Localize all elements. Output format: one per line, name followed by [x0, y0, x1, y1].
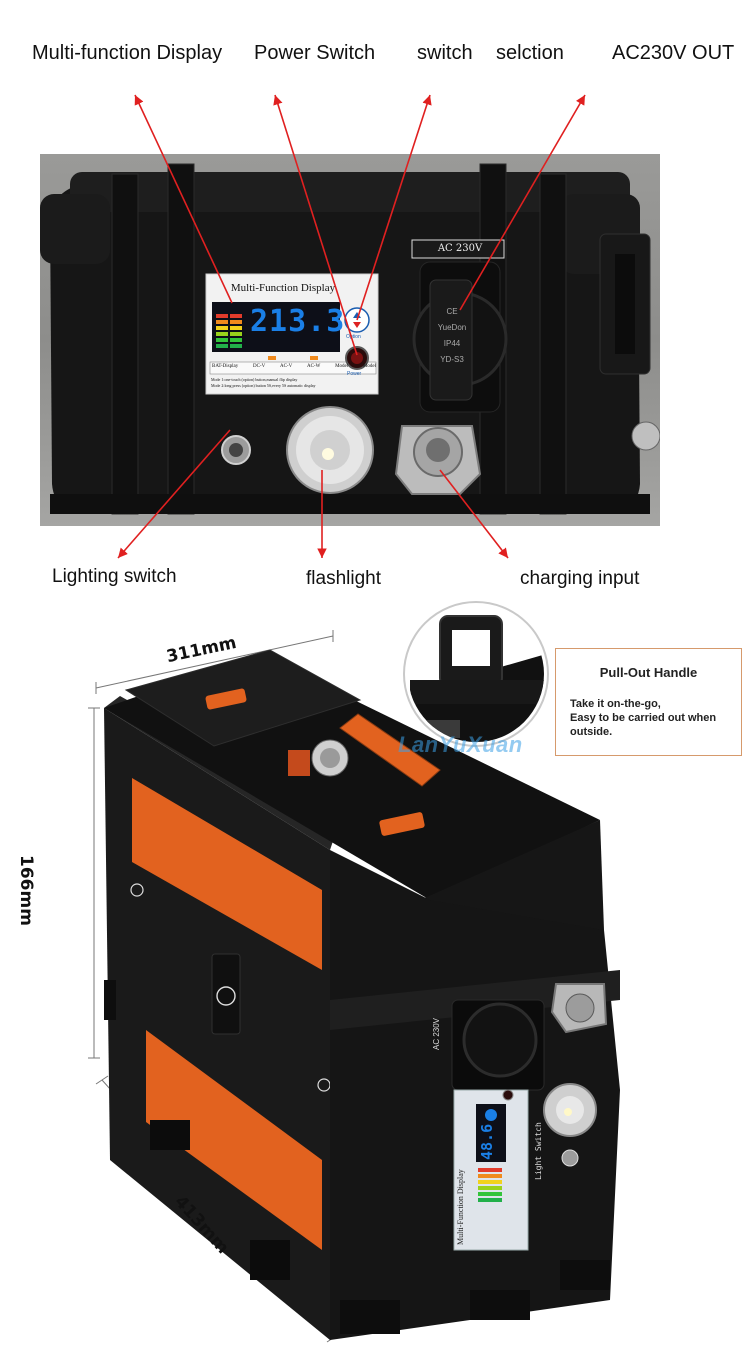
- label-ac230v-out: AC230V OUT: [612, 42, 735, 64]
- display-title: Multi-Function Display: [230, 282, 336, 294]
- lcd-readout: 213.3: [250, 304, 346, 339]
- mode-tab-row: BAT-Display DC-V AC-V AC-W Model Model: [212, 364, 376, 369]
- mode-tab-ac-v: AC-V: [279, 364, 293, 369]
- watermark: LanYuXuan: [398, 732, 523, 757]
- handle-inset-photo: [408, 606, 544, 742]
- brand-logo-icon: [216, 986, 236, 1006]
- orange-stripe-upper: [132, 778, 322, 970]
- label-power-switch: Power Switch: [254, 42, 376, 64]
- power-button-label: Power: [347, 371, 362, 377]
- dimension-height: 166mm: [16, 855, 36, 926]
- pull-out-handle-callout: Pull-Out Handle Take it on-the-go, Easy …: [555, 648, 742, 756]
- ac-230v-plate-label: AC 230V: [437, 243, 483, 254]
- battery-level-bars: [478, 1168, 502, 1202]
- socket-mark-ce: CE: [446, 307, 458, 316]
- product-display-title: Multi-Function Display: [456, 1169, 465, 1245]
- callout-title: Pull-Out Handle: [599, 665, 698, 680]
- mode-tab-dc-v: DC-V: [252, 364, 266, 369]
- label-multi-function-display: Multi-function Display: [32, 42, 223, 64]
- callout-text: Take it on-the-go, Easy to be carried ou…: [570, 697, 740, 739]
- product-ac-label: AC 230V: [432, 1017, 441, 1050]
- light-switch-button: [561, 1149, 579, 1167]
- product-light-switch-label: Light Switch: [534, 1122, 543, 1180]
- label-switch: switch: [417, 42, 473, 64]
- front-panel-illustration: [40, 163, 660, 515]
- product-isometric-photo: [88, 601, 620, 1343]
- mode-tab-bat-display: BAT-Display: [212, 364, 239, 369]
- socket-mark-ip44: IP44: [443, 339, 461, 348]
- mode-tab-ac-w: AC-W: [306, 364, 321, 369]
- label-lighting-switch: Lighting switch: [52, 566, 177, 587]
- socket-mark-brand: YueDon: [437, 323, 467, 332]
- brand-logo-icon: [130, 883, 144, 897]
- callout-text-line-2: Easy to be carried out when outside.: [570, 712, 717, 738]
- mode-note-1: Mode 1:one-touch (option) button,manual …: [211, 377, 298, 382]
- label-selection: selction: [496, 42, 564, 64]
- mode-note-2: Mode 2:long press (option) button 5S,eve…: [211, 383, 316, 388]
- label-charging-input: charging input: [520, 568, 640, 589]
- product-lcd-readout: 48.6: [478, 1123, 496, 1160]
- label-flashlight: flashlight: [306, 568, 381, 589]
- mode-tab-model-2: Model: [362, 364, 376, 369]
- option-button-label: Option: [346, 334, 361, 340]
- socket-markings: CE YueDon IP44 YD-S3: [432, 304, 472, 368]
- orange-stripe-lower: [146, 1030, 322, 1250]
- callout-text-line-1: Take it on-the-go,: [570, 698, 661, 710]
- mode-tab-model-1: Model: [335, 364, 349, 369]
- socket-mark-model: YD-S3: [440, 355, 464, 364]
- front-panel-photo: AC 230V Multi-Function Display 213.3 Opt…: [40, 154, 660, 526]
